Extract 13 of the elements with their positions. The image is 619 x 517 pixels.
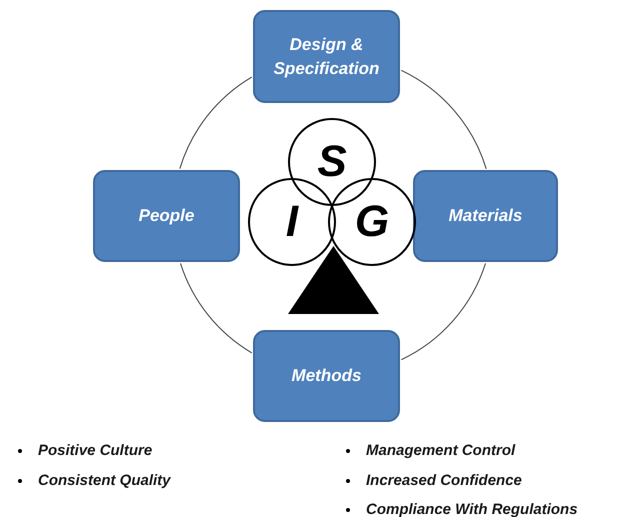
process-box: People [93,170,240,262]
process-box: Design & Specification [253,10,400,103]
ring-arc [179,76,252,170]
process-box: Materials [413,170,558,262]
list-item: Positive Culture [38,441,152,461]
list-item: Compliance With Regulations [366,500,578,517]
list-item: Increased Confidence [366,470,522,490]
ring-arc [180,262,252,354]
ring-arc [400,70,487,170]
list-item: Consistent Quality [38,470,171,490]
ring-arc [400,262,486,360]
process-box: Methods [253,330,400,422]
list-item: Management Control [366,441,516,461]
